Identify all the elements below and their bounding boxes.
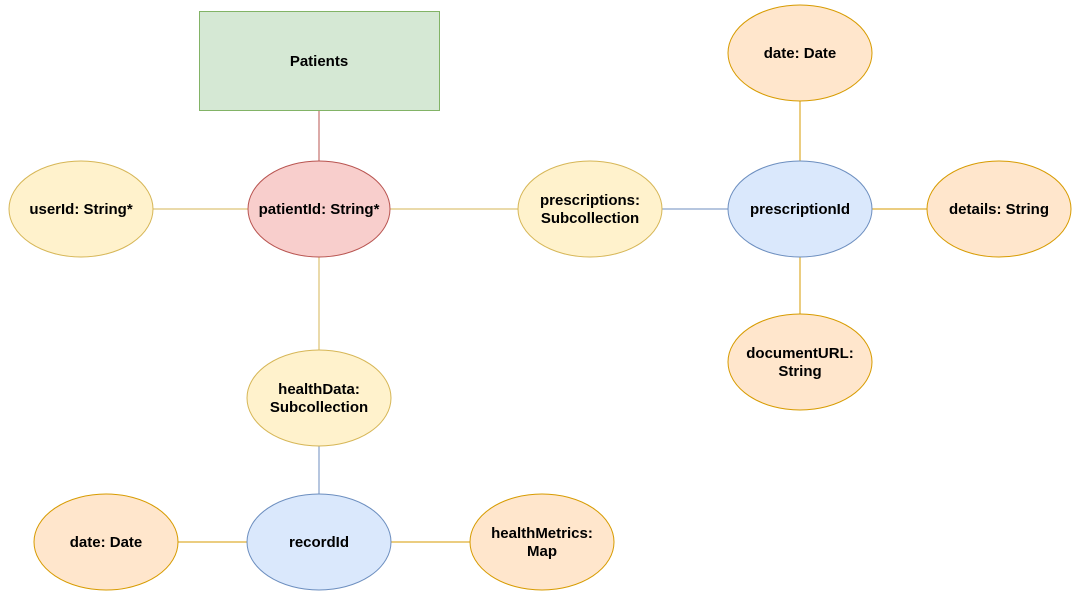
user-id-label: userId: String* [29, 201, 133, 218]
patients-entity[interactable]: Patients [199, 11, 440, 111]
health-metrics-label-line: Map [527, 543, 557, 560]
prescription-id-node[interactable]: prescriptionId [727, 160, 873, 258]
prescription-date-ellipse [727, 4, 873, 102]
prescription-date-node[interactable]: date: Date [727, 4, 873, 102]
document-url-node[interactable]: documentURL:String [727, 313, 873, 411]
record-date-label: date: Date [70, 534, 143, 551]
prescription-id-label: prescriptionId [750, 201, 850, 218]
health-data-ellipse [246, 349, 392, 447]
document-url-label-line: documentURL: [746, 345, 854, 362]
prescriptions-node[interactable]: prescriptions:Subcollection [517, 160, 663, 258]
patient-id-node[interactable]: patientId: String* [247, 160, 391, 258]
prescriptions-label-line: Subcollection [541, 210, 639, 227]
patients-entity-box [199, 11, 440, 111]
details-ellipse [926, 160, 1072, 258]
record-date-node[interactable]: date: Date [33, 493, 179, 591]
details-label: details: String [949, 201, 1049, 218]
health-metrics-ellipse [469, 493, 615, 591]
patient-id-label: patientId: String* [259, 201, 380, 218]
record-id-ellipse [246, 493, 392, 591]
prescription-id-ellipse [727, 160, 873, 258]
record-id-label-line: recordId [289, 534, 349, 551]
document-url-ellipse [727, 313, 873, 411]
prescription-date-label: date: Date [764, 45, 837, 62]
record-id-node[interactable]: recordId [246, 493, 392, 591]
health-data-node[interactable]: healthData:Subcollection [246, 349, 392, 447]
prescription-id-label-line: prescriptionId [750, 201, 850, 218]
details-label-line: details: String [949, 201, 1049, 218]
patient-id-ellipse [247, 160, 391, 258]
document-url-label: documentURL:String [746, 345, 854, 380]
user-id-ellipse [8, 160, 154, 258]
record-date-ellipse [33, 493, 179, 591]
document-url-label-line: String [778, 363, 821, 380]
patient-id-label-line: patientId: String* [259, 201, 380, 218]
health-data-label-line: Subcollection [270, 399, 368, 416]
health-metrics-label-line: healthMetrics: [491, 525, 593, 542]
prescriptions-label-line: prescriptions: [540, 192, 640, 209]
user-id-node[interactable]: userId: String* [8, 160, 154, 258]
record-id-label: recordId [289, 534, 349, 551]
patients-entity-label: Patients [290, 53, 348, 70]
user-id-label-line: userId: String* [29, 201, 133, 218]
health-data-label: healthData:Subcollection [270, 381, 368, 416]
details-node[interactable]: details: String [926, 160, 1072, 258]
health-data-label-line: healthData: [278, 381, 360, 398]
health-metrics-label: healthMetrics:Map [491, 525, 593, 560]
prescription-date-label-line: date: Date [764, 45, 837, 62]
record-date-label-line: date: Date [70, 534, 143, 551]
patients-label-line: Patients [290, 53, 348, 70]
prescriptions-ellipse [517, 160, 663, 258]
edges [153, 100, 929, 543]
health-metrics-node[interactable]: healthMetrics:Map [469, 493, 615, 591]
prescriptions-label: prescriptions:Subcollection [540, 192, 640, 227]
